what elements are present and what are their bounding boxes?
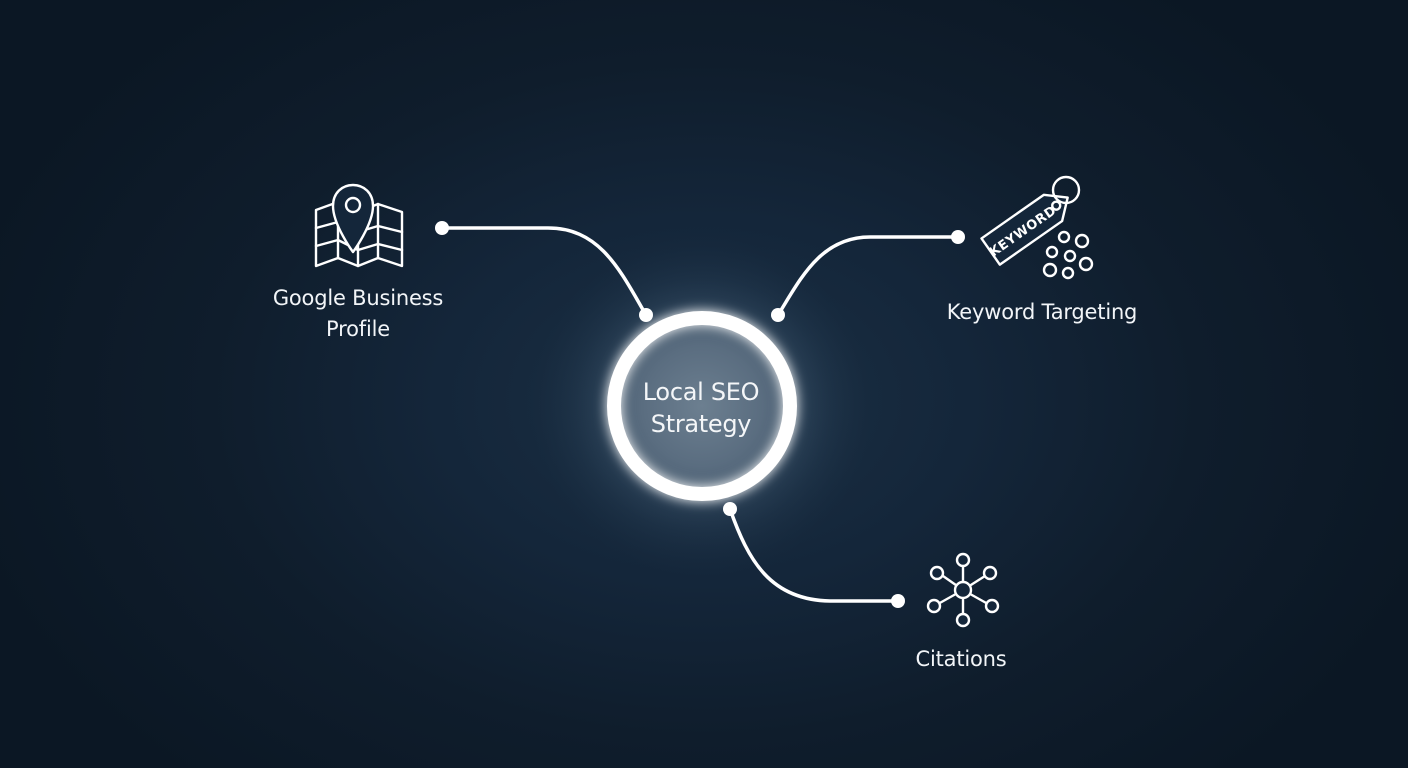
keyword-tag-icon: KEYWORD: [980, 175, 1094, 280]
connector-dot-keyword-outer: [951, 230, 965, 244]
map-pin-icon: [314, 183, 404, 268]
node-label-line2: Profile: [326, 317, 390, 341]
connector-citations: [728, 507, 900, 603]
node-label-line1: Keyword Targeting: [946, 300, 1138, 324]
node-label-line1: Google Business: [272, 286, 444, 310]
node-label-keyword-targeting: Keyword Targeting: [920, 297, 1164, 328]
node-label-citations: Citations: [880, 644, 1042, 675]
hub-label: Local SEO Strategy: [604, 376, 798, 440]
connector-dot-citations-outer: [891, 594, 905, 608]
hub-ring: [607, 311, 797, 501]
connector-dot-citations-hub: [723, 502, 737, 516]
connector-keyword-targeting: [776, 235, 960, 317]
node-label-google-business-profile: Google Business Profile: [248, 283, 468, 345]
connector-google-business-profile: [440, 226, 648, 317]
node-label-line1: Citations: [915, 647, 1007, 671]
hub-label-line2: Strategy: [650, 410, 752, 438]
connector-dot-google-outer: [435, 221, 449, 235]
connector-dot-keyword-hub: [771, 308, 785, 322]
connector-dot-google-hub: [639, 308, 653, 322]
hub-label-line1: Local SEO: [642, 378, 760, 406]
hub-fill: [616, 320, 788, 492]
network-hub-icon: [926, 552, 1000, 628]
